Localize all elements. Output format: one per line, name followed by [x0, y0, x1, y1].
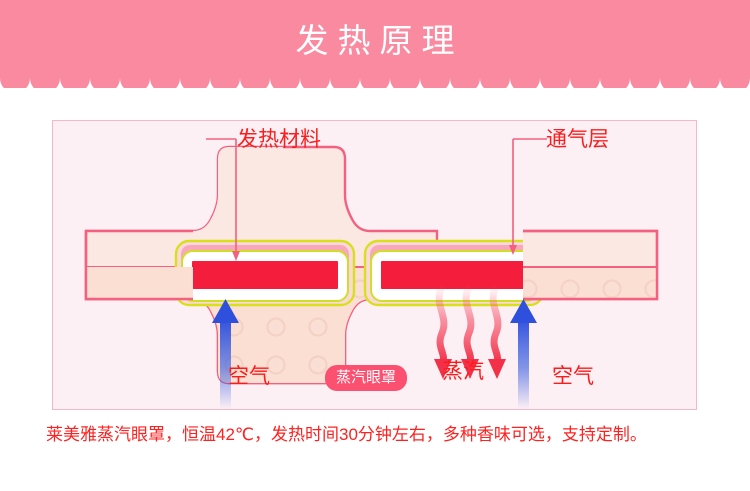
diagram-panel — [52, 120, 697, 410]
leader-lines-group — [206, 138, 547, 261]
banner-scallop-edge — [0, 66, 750, 88]
steam-arrow-3 — [488, 285, 506, 379]
leader-heating-material — [206, 138, 237, 251]
badge-steam-eye-mask: 蒸汽眼罩 — [325, 365, 408, 391]
product-caption: 莱美雅蒸汽眼罩，恒温42℃，发热时间30分钟左右，多种香味可选，支持定制。 — [46, 425, 647, 444]
steam-arrow-1 — [434, 285, 452, 379]
left-heating-bar — [192, 261, 338, 289]
air-arrow-left — [212, 299, 239, 409]
page-title: 发热原理 — [295, 22, 464, 59]
header-banner: 发热原理 — [0, 0, 750, 88]
left-heating-capsule-group — [174, 239, 356, 307]
right-heating-capsule-group — [363, 239, 545, 307]
left-strap-group — [84, 229, 193, 301]
right-strap-group — [523, 229, 659, 301]
callout-label-vent-layer: 通气层 — [546, 128, 609, 151]
leader-vent-layer — [512, 138, 547, 245]
label-air-left: 空气 — [228, 365, 270, 388]
air-arrows-group — [212, 299, 537, 409]
leader-vent-arrowhead — [509, 245, 517, 255]
callout-label-heating-material: 发热材料 — [237, 128, 321, 151]
air-arrow-right — [510, 299, 537, 409]
banner-background — [0, 0, 750, 78]
leader-heating-arrowhead — [232, 251, 240, 261]
left-strap-outline — [84, 229, 193, 301]
label-steam: 蒸汽 — [442, 360, 484, 383]
right-heating-bar — [381, 261, 527, 289]
label-air-right: 空气 — [552, 365, 594, 388]
steam-arrows-group — [434, 285, 506, 379]
left-strap-lower-band — [86, 267, 193, 299]
steam-arrow-2 — [461, 285, 479, 379]
eye-mask-diagram — [84, 138, 659, 409]
right-strap-outline-top — [523, 229, 659, 301]
